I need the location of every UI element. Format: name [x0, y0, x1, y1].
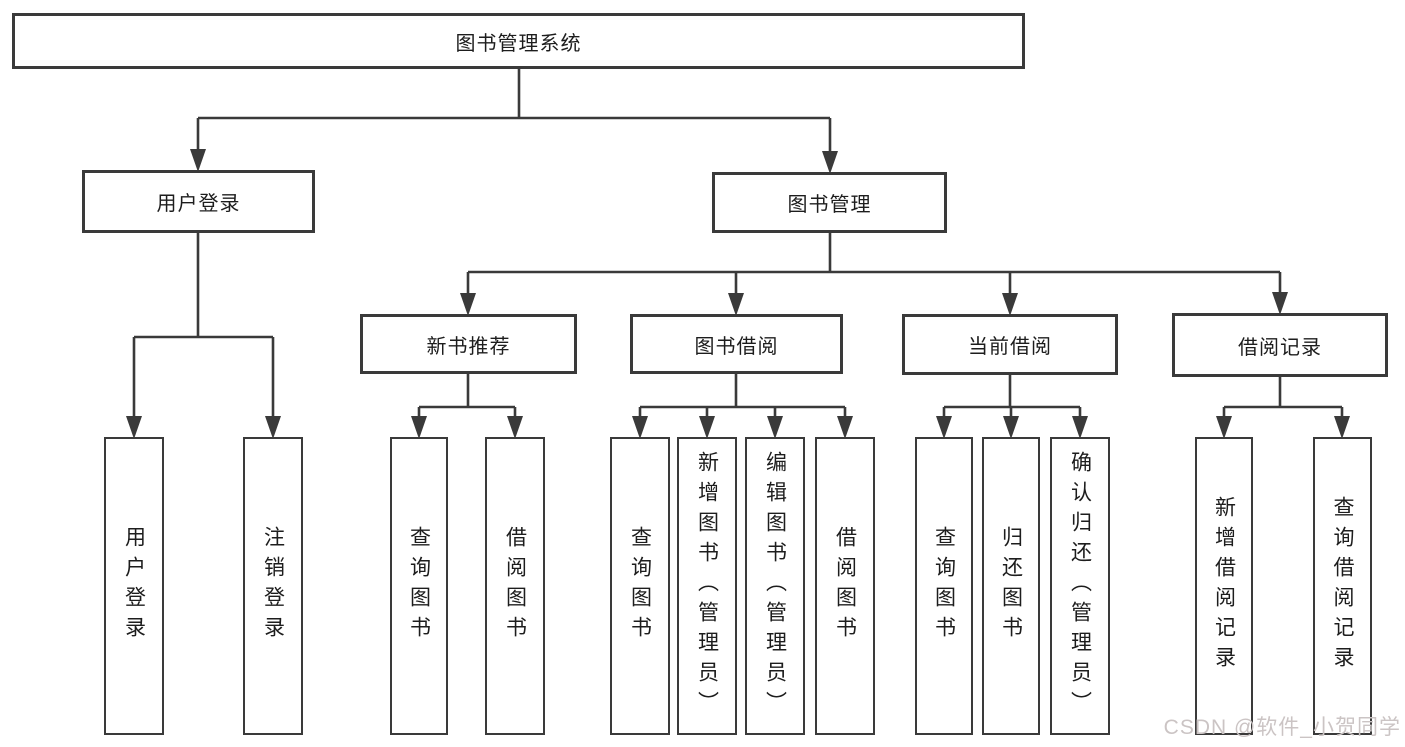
leaf-bb-edit-books-admin: 编辑图书（管理员） — [745, 437, 805, 735]
connector-new-book-recommend-children — [411, 374, 523, 439]
arrowhead — [632, 416, 648, 439]
arrowhead — [936, 416, 952, 439]
leaf-bb-query-books: 查询图书 — [610, 437, 670, 735]
node-borrow-records: 借阅记录 — [1172, 313, 1388, 377]
arrowhead — [507, 416, 523, 439]
leaf-cb-return-books-label: 归还图书 — [999, 526, 1023, 646]
arrowhead — [265, 416, 281, 439]
node-borrow-records-label: 借阅记录 — [1238, 336, 1322, 359]
arrowhead — [190, 149, 206, 172]
arrowhead — [699, 416, 715, 439]
node-user-login-label: 用户登录 — [156, 193, 241, 215]
leaf-br-add-record-label: 新增借阅记录 — [1212, 496, 1236, 676]
csdn-watermark: CSDN @软件_小贺同学 — [1163, 716, 1401, 739]
leaf-logout: 注销登录 — [243, 437, 303, 735]
leaf-cb-confirm-return-admin: 确认归还（管理员） — [1050, 437, 1110, 735]
node-user-login: 用户登录 — [82, 170, 315, 233]
node-book-management-label: 图书管理 — [787, 194, 872, 216]
node-current-borrow: 当前借阅 — [902, 314, 1118, 375]
node-current-borrow-label: 当前借阅 — [968, 336, 1052, 358]
leaf-bb-add-books-admin-label: 新增图书（管理员） — [695, 451, 719, 721]
arrowhead — [1003, 416, 1019, 439]
arrowhead — [1272, 292, 1288, 315]
leaf-bb-query-books-label: 查询图书 — [628, 526, 652, 646]
connector-book-management-children — [460, 233, 1288, 316]
leaf-nbr-borrow-books: 借阅图书 — [485, 437, 545, 735]
arrowhead — [126, 416, 142, 439]
leaf-nbr-borrow-books-label: 借阅图书 — [503, 526, 527, 646]
leaf-bb-borrow-books-label: 借阅图书 — [833, 526, 857, 646]
node-library-system: 图书管理系统 — [12, 13, 1025, 69]
leaf-br-query-record: 查询借阅记录 — [1313, 437, 1372, 735]
leaf-cb-query-books: 查询图书 — [915, 437, 973, 735]
leaf-bb-edit-books-admin-label: 编辑图书（管理员） — [763, 451, 787, 721]
node-book-management: 图书管理 — [712, 172, 947, 233]
node-new-book-recommend: 新书推荐 — [360, 314, 577, 374]
connector-current-borrow-children — [936, 375, 1088, 439]
node-library-system-label: 图书管理系统 — [455, 32, 582, 55]
arrowhead — [1216, 416, 1232, 439]
arrowhead — [837, 416, 853, 439]
leaf-user-login-label: 用户登录 — [122, 526, 146, 646]
leaf-br-query-record-label: 查询借阅记录 — [1331, 496, 1354, 676]
leaf-cb-query-books-label: 查询图书 — [932, 526, 956, 646]
arrowhead — [1002, 293, 1018, 316]
arrowhead — [822, 151, 838, 174]
connector-root-to-level2 — [190, 69, 838, 174]
leaf-cb-confirm-return-admin-label: 确认归还（管理员） — [1068, 451, 1092, 721]
node-book-borrow-label: 图书借阅 — [694, 335, 779, 358]
arrowhead — [728, 293, 744, 316]
connector-borrow-records-children — [1216, 377, 1350, 439]
connector-user-login-children — [126, 233, 281, 439]
arrowhead — [1072, 416, 1088, 439]
leaf-bb-borrow-books: 借阅图书 — [815, 437, 875, 735]
node-new-book-recommend-label: 新书推荐 — [426, 335, 511, 358]
arrowhead — [411, 416, 427, 439]
leaf-nbr-query-books: 查询图书 — [390, 437, 448, 735]
arrowhead — [460, 293, 476, 316]
leaf-logout-label: 注销登录 — [261, 526, 285, 646]
leaf-br-add-record: 新增借阅记录 — [1195, 437, 1253, 735]
node-book-borrow: 图书借阅 — [630, 314, 843, 374]
leaf-user-login: 用户登录 — [104, 437, 164, 735]
leaf-bb-add-books-admin: 新增图书（管理员） — [677, 437, 737, 735]
leaf-cb-return-books: 归还图书 — [982, 437, 1040, 735]
arrowhead — [1334, 416, 1350, 439]
connector-book-borrow-children — [632, 374, 853, 439]
arrowhead — [767, 416, 783, 439]
leaf-nbr-query-books-label: 查询图书 — [407, 526, 431, 646]
